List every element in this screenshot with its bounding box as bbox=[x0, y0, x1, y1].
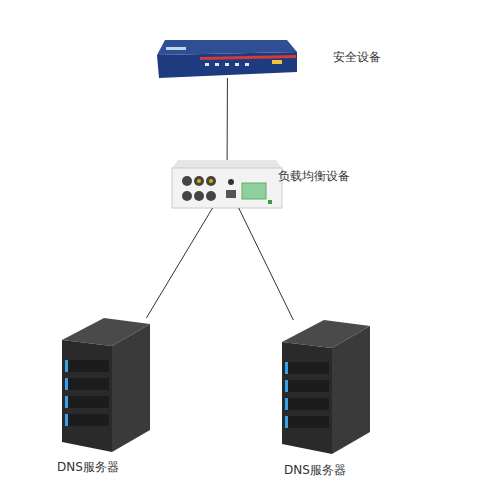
balancer-front bbox=[172, 168, 282, 208]
server-icon bbox=[62, 318, 150, 452]
connector-line bbox=[146, 208, 212, 318]
load-balancer-icon bbox=[172, 160, 282, 208]
server-light bbox=[65, 414, 68, 426]
balancer-port bbox=[194, 191, 204, 201]
connector-line bbox=[239, 208, 294, 320]
server-light bbox=[285, 416, 288, 428]
balancer-port bbox=[206, 176, 216, 186]
server-bay bbox=[285, 380, 329, 392]
balancer-port bbox=[182, 176, 192, 186]
server-light bbox=[285, 380, 288, 392]
firewall-port bbox=[245, 63, 249, 66]
server-front bbox=[62, 340, 112, 452]
device-label: 安全设备 bbox=[333, 50, 381, 64]
firewall-stripe bbox=[200, 55, 296, 60]
server-light bbox=[285, 362, 288, 374]
balancer-led bbox=[209, 179, 213, 183]
balancer-rj45 bbox=[226, 190, 236, 198]
server-light bbox=[65, 378, 68, 390]
firewall-logo bbox=[166, 47, 186, 50]
firewall-icon bbox=[157, 40, 297, 78]
device-label: DNS服务器 bbox=[284, 463, 346, 477]
server-light bbox=[65, 396, 68, 408]
firewall-port bbox=[225, 63, 229, 66]
firewall-port bbox=[235, 63, 239, 66]
server-icon bbox=[282, 320, 370, 454]
balancer-led bbox=[268, 200, 272, 204]
server-light bbox=[65, 360, 68, 372]
device-label: 负载均衡设备 bbox=[278, 169, 350, 183]
connector-line bbox=[227, 78, 228, 160]
balancer-screen bbox=[242, 183, 266, 199]
firewall-port bbox=[205, 63, 209, 66]
device-label: DNS服务器 bbox=[57, 460, 119, 474]
balancer-button bbox=[228, 179, 234, 185]
server-side bbox=[332, 326, 370, 454]
server-bay bbox=[285, 362, 329, 374]
balancer-port bbox=[182, 191, 192, 201]
server-side bbox=[112, 324, 150, 452]
server-bay bbox=[65, 396, 109, 408]
server-bay bbox=[65, 360, 109, 372]
balancer-led bbox=[197, 179, 201, 183]
device-node: DNS服务器 bbox=[62, 318, 150, 452]
balancer-port bbox=[194, 176, 204, 186]
server-front bbox=[282, 342, 332, 454]
server-bay bbox=[285, 416, 329, 428]
server-light bbox=[285, 398, 288, 410]
device-node: 安全设备 bbox=[157, 40, 298, 78]
server-bay bbox=[65, 378, 109, 390]
firewall-led bbox=[272, 60, 282, 64]
server-bay bbox=[65, 414, 109, 426]
device-node: DNS服务器 bbox=[282, 320, 370, 454]
server-bay bbox=[285, 398, 329, 410]
firewall-front bbox=[157, 52, 297, 78]
balancer-port bbox=[206, 191, 216, 201]
balancer-top bbox=[172, 160, 282, 168]
device-node: 负载均衡设备 bbox=[172, 160, 282, 208]
firewall-port bbox=[215, 63, 219, 66]
